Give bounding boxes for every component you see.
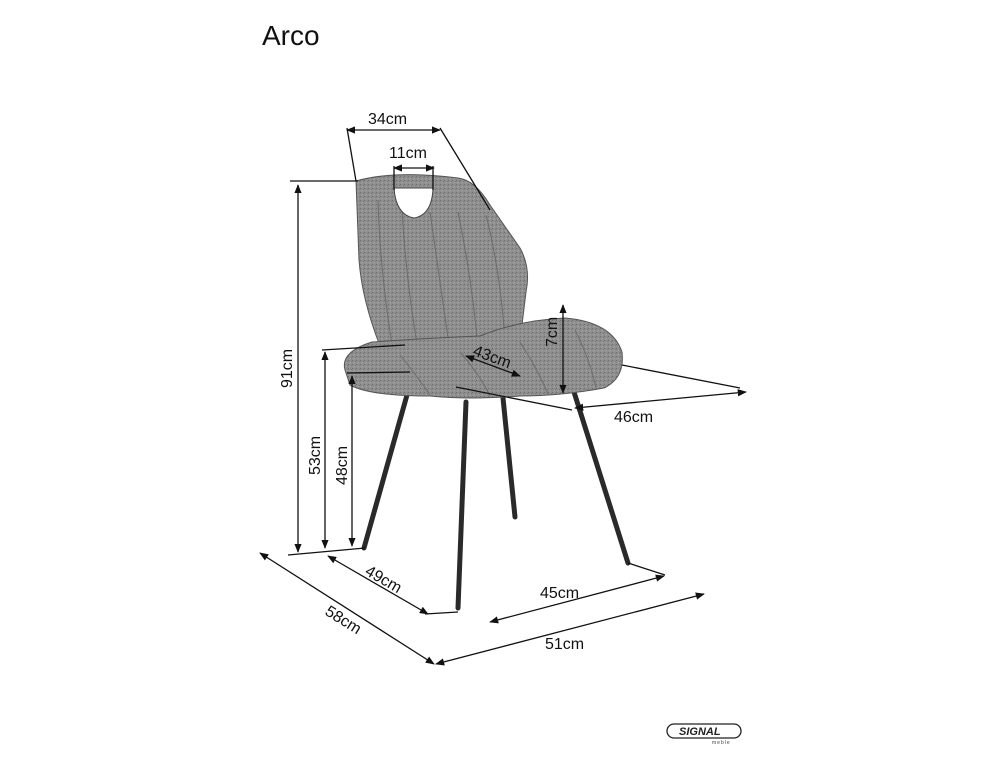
- chair-handle-hole: [393, 187, 434, 219]
- label-back-width: 34cm: [368, 111, 407, 128]
- chair-leg-back-right: [571, 389, 631, 566]
- chair-illustration: [343, 174, 631, 611]
- logo-name: SIGNAL: [679, 726, 721, 738]
- label-leg-span-side: 49cm: [362, 563, 404, 597]
- label-seat-height-back: 48cm: [334, 446, 351, 485]
- signal-logo: SIGNAL meble: [666, 723, 742, 746]
- logo-sub: meble: [712, 740, 731, 746]
- label-handle-width: 11cm: [389, 145, 427, 162]
- dimension-labels: 34cm 11cm 91cm 53cm 48cm 7cm 43cm 46cm 4…: [279, 111, 653, 653]
- chair-leg-back-left: [500, 395, 518, 520]
- label-total-width: 51cm: [545, 636, 584, 653]
- label-seat-height-front: 53cm: [307, 436, 324, 475]
- product-title: Arco: [262, 20, 320, 51]
- label-leg-span-front: 45cm: [540, 585, 579, 602]
- label-seat-thickness: 7cm: [544, 317, 561, 347]
- chair-leg-front-left: [361, 392, 410, 551]
- label-seat-width: 46cm: [614, 409, 653, 426]
- dimension-lines: [259, 126, 747, 666]
- label-total-height: 91cm: [279, 349, 296, 388]
- label-total-depth: 58cm: [322, 603, 364, 638]
- chair-leg-front-right: [455, 399, 469, 611]
